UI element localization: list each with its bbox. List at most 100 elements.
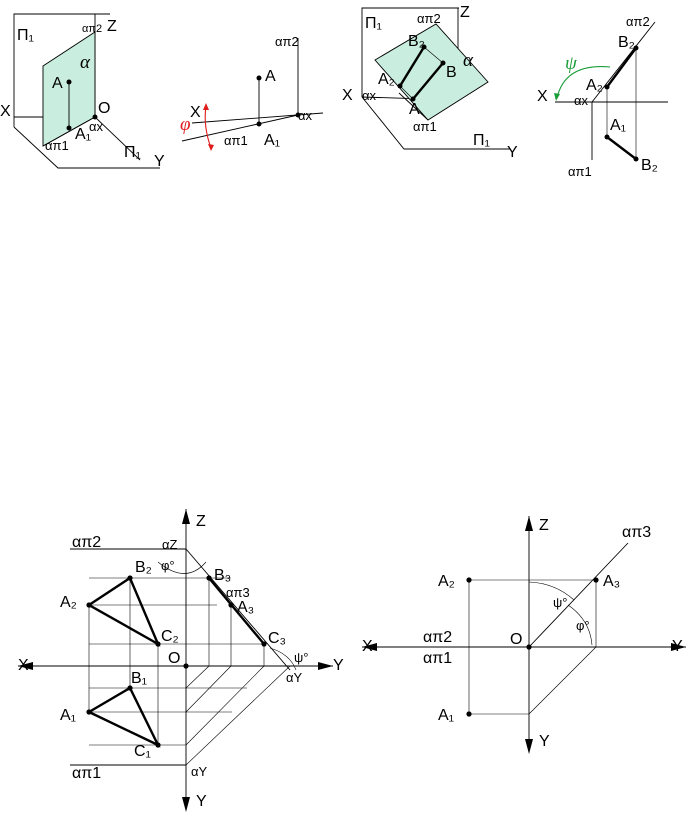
point-origin: [183, 663, 189, 669]
label-y-bottom: Y: [196, 793, 207, 810]
label-a1: A₁: [60, 707, 76, 724]
label-alpha-p2: απ2: [72, 534, 101, 551]
point-a2: [466, 577, 472, 583]
label-a2: A₂: [586, 77, 603, 94]
label-phi: φ°: [161, 558, 175, 573]
label-a2: A₂: [378, 71, 395, 88]
label-pi1: П₁: [365, 15, 382, 32]
label-alpha-p2: απ2: [275, 34, 299, 49]
label-a2: A₂: [60, 594, 77, 611]
label-alpha-x: αx: [362, 88, 377, 103]
label-pi1-bottom: П₁: [124, 144, 141, 161]
angle-phi-arrow-bottom: [208, 144, 214, 151]
projector-a: [399, 85, 414, 100]
trace-alpha-p1: [42, 116, 96, 147]
trace-alpha-p1: [181, 114, 299, 142]
label-alpha-x: αx: [298, 108, 313, 123]
point-alpha-x: [92, 114, 98, 120]
trace-alpha-p2: [591, 21, 656, 103]
axis-y-arrow: [671, 643, 686, 651]
label-alpha: α: [80, 52, 91, 73]
point-a2: [397, 83, 403, 89]
label-a3: A₃: [237, 599, 254, 616]
projector-b: [423, 46, 444, 64]
miter-c: [185, 665, 265, 746]
point-a1: [256, 121, 262, 127]
axis-z-arrow: [525, 516, 533, 531]
label-alpha-z: αZ: [162, 537, 178, 552]
angle-phi-arc: [157, 561, 207, 574]
point-a: [66, 79, 72, 85]
segment-a2b2: [606, 47, 637, 88]
label-psi: ψ°: [294, 650, 308, 665]
line-b3c3: [208, 577, 265, 645]
point-a1: [466, 711, 472, 717]
point-b2: [127, 575, 133, 581]
label-alpha-p1: απ1: [423, 650, 452, 667]
trace-alpha-p1: [398, 92, 429, 121]
point-a2: [86, 602, 92, 608]
label-alpha-p1: απ1: [72, 765, 101, 782]
point-b2: [633, 45, 639, 51]
label-b: B: [446, 64, 457, 81]
label-alpha-p2: απ2: [626, 14, 650, 29]
label-y: Y: [333, 657, 344, 674]
plane-alpha: [374, 23, 489, 121]
label-alpha-p1: απ1: [413, 119, 437, 134]
point-a: [256, 75, 262, 81]
axis-z-arrow: [182, 509, 190, 524]
label-a2: A₂: [438, 573, 455, 590]
axis-x-arrow: [362, 643, 377, 651]
label-alpha-p2: απ2: [82, 23, 102, 35]
point-a1: [66, 125, 72, 131]
label-o: O: [98, 100, 110, 117]
label-z: Z: [196, 513, 206, 530]
point-b1: [127, 685, 133, 691]
label-o: O: [510, 631, 522, 648]
label-c3: C₃: [268, 630, 286, 647]
label-phi: φ: [180, 114, 191, 135]
label-pi1-bottom: П₁: [473, 132, 490, 149]
label-x: X: [190, 104, 201, 121]
angle-phi-arc: [204, 105, 212, 149]
label-a3: A₃: [603, 573, 620, 590]
label-b1: B₂: [641, 157, 658, 174]
label-z: Z: [107, 18, 117, 35]
label-a1: A₁: [264, 132, 280, 149]
label-alpha-x: αx: [89, 119, 104, 134]
triangle-a2b2c2: [86, 576, 161, 647]
angle-phi-arrow-top: [203, 103, 209, 110]
label-a: A: [52, 75, 63, 92]
figure-1-axonometric: П₁ Z απ2 α X A O αx A₁ απ1 П₁ Y: [0, 13, 165, 170]
axis-x-arrow: [18, 662, 33, 670]
label-a: A: [409, 101, 420, 118]
label-z: Z: [460, 4, 470, 21]
label-x: X: [537, 88, 548, 105]
label-a1: A₁: [438, 707, 454, 724]
label-x: X: [342, 87, 353, 104]
label-pi1: П₁: [17, 27, 34, 44]
label-y: Y: [672, 638, 683, 655]
label-a1: A₁: [75, 126, 91, 143]
figure-6-three-view: Z απ3 A₂ A₃ ψ° φ° X απ2 O Y απ1 A₁ Y: [362, 516, 686, 754]
plane-pi2-frame: [361, 7, 459, 97]
label-alpha-p2: απ2: [423, 629, 452, 646]
plane-pi1-frame: [13, 126, 160, 169]
label-c2: C₂: [161, 628, 179, 645]
trace-alpha-p3: [185, 548, 291, 671]
point-b1: [633, 156, 639, 162]
axis-y-bottom-arrow: [525, 739, 533, 754]
angle-phi-arc: [567, 604, 593, 646]
label-phi: φ°: [576, 618, 590, 633]
point-c1: [155, 742, 161, 748]
point-b3: [206, 575, 212, 581]
miter-alpha: [185, 665, 291, 766]
label-psi: ψ°: [553, 595, 567, 610]
label-alpha-p1: απ1: [568, 164, 592, 179]
point-a1: [604, 134, 610, 140]
plane-pi1-frame: [361, 96, 510, 150]
point-a3: [593, 577, 599, 583]
axis-y: [94, 116, 141, 161]
label-alpha-p3: απ3: [622, 524, 651, 541]
